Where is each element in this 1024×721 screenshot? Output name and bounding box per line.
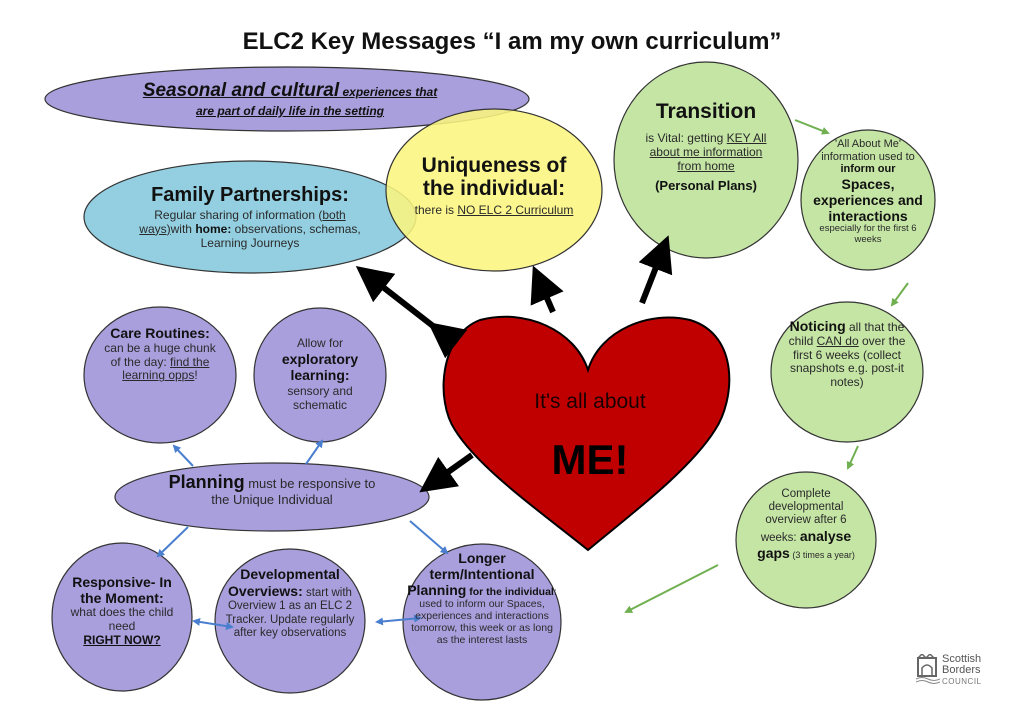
planning-text: Planning must be responsive to the Uniqu… — [160, 472, 384, 508]
uniqueness-text: Uniqueness of the individual: there is N… — [406, 154, 582, 218]
all-about-me-ellipse — [800, 129, 936, 271]
seasonal-text2: are part of daily life in the setting — [195, 103, 385, 118]
transition-underlined: KEY All about me information from home — [649, 131, 767, 173]
family-text1: Regular sharing of information ( — [154, 208, 323, 222]
arrow-planning-longer — [409, 520, 449, 555]
care-ellipse — [83, 306, 237, 444]
care-underlined: find the learning opps — [122, 354, 210, 383]
seasonal-text: Seasonal and cultural experiences that a… — [90, 80, 490, 120]
care-text2: ! — [194, 368, 198, 383]
planning-text1: must be responsive to the Unique Individ… — [211, 476, 376, 507]
noticing-text2: over the first 6 weeks (collect snapshot… — [789, 333, 906, 390]
planning-bold: Planning — [168, 472, 245, 492]
page-title: ELC2 Key Messages “I am my own curriculu… — [242, 28, 782, 55]
complete-text: Complete developmental overview after 6 … — [748, 488, 864, 562]
care-bold: Care Routines: — [110, 325, 210, 341]
logo-line1: Scottish — [942, 653, 982, 665]
family-text: Family Partnerships: Regular sharing of … — [130, 184, 370, 250]
family-text3: observations, schemas, Learning Journeys — [200, 221, 361, 250]
allaboutme-bold1: inform our — [840, 163, 896, 176]
responsive-underlined: RIGHT NOW? — [83, 632, 161, 647]
noticing-bold: Noticing — [789, 318, 846, 334]
longer-small-bold: for the individual — [466, 586, 554, 599]
family-link1: both ways) — [139, 208, 346, 236]
allaboutme-big: Spaces, experiences and interactions — [813, 175, 923, 225]
heart-line1: It's all about — [534, 390, 646, 413]
heart-line2: ME! — [551, 436, 629, 484]
noticing-text1: all that the child — [788, 320, 905, 348]
scottish-borders-logo: Scottish Borders COUNCIL — [916, 652, 1006, 692]
allaboutme-text1: 'All About Me' information used to — [821, 138, 915, 163]
transition-text1: is Vital: getting — [645, 131, 727, 146]
noticing-ellipse — [770, 301, 924, 443]
uniqueness-ellipse — [385, 108, 603, 272]
seasonal-text1: experiences that — [339, 85, 438, 99]
transition-ellipse — [613, 61, 799, 259]
exploratory-bold: exploratory learning: — [281, 350, 359, 383]
planning-ellipse — [114, 462, 430, 532]
complete-small: (3 times a year) — [789, 549, 855, 560]
family-heading: Family Partnerships: — [151, 184, 349, 206]
transition-text: Transition is Vital: getting KEY All abo… — [638, 100, 774, 193]
arrow-noticing-complete — [846, 445, 859, 470]
noticing-underlined: CAN do — [816, 333, 859, 348]
arrow-planning-care — [172, 444, 194, 467]
transition-heading: Transition — [655, 100, 757, 123]
arrow-responsive-developmental — [192, 617, 234, 631]
responsive-text1: what does the child need — [70, 605, 174, 633]
family-text2: with — [170, 221, 196, 236]
arrow-allaboutme-noticing — [890, 282, 909, 307]
heart-text: It's all about ME! — [495, 390, 685, 484]
developmental-bold: Developmental Overviews: — [228, 566, 340, 600]
longer-text: Longer term/Intentional Planning for the… — [406, 550, 558, 647]
arrow-heart-transition — [638, 235, 673, 305]
logo-line3: COUNCIL — [942, 677, 982, 686]
seasonal-heading: Seasonal and cultural — [142, 80, 340, 101]
family-bold: home: — [195, 221, 232, 236]
exploratory-text2: sensory and schematic — [287, 383, 353, 412]
responsive-bold: Responsive- In the Moment: — [72, 574, 172, 607]
complete-ellipse — [735, 471, 877, 609]
arrow-planning-exploratory — [305, 439, 324, 465]
seasonal-ellipse — [44, 66, 530, 132]
arrow-heart-uniqueness — [530, 265, 564, 314]
longer-text1: : used to inform our Spaces, experiences… — [411, 586, 557, 647]
uniqueness-underlined: NO ELC 2 Curriculum — [457, 203, 574, 218]
uniqueness-heading: Uniqueness of the individual: — [421, 154, 567, 201]
logo-line2: Borders — [942, 664, 981, 676]
responsive-text: Responsive- In the Moment: what does the… — [64, 574, 180, 648]
arrow-heart-family — [355, 265, 468, 359]
developmental-text: Developmental Overviews: start with Over… — [220, 566, 360, 640]
responsive-ellipse — [51, 542, 193, 692]
care-text: Care Routines: can be a huge chunk of th… — [100, 325, 220, 383]
arrow-developmental-longer — [375, 614, 422, 626]
all-about-me-text: 'All About Me' information used to infor… — [808, 138, 928, 246]
arrow-transition-allaboutme — [794, 119, 830, 135]
complete-bold: analyse gaps — [757, 527, 852, 561]
arrow-planning-responsive — [156, 526, 189, 558]
exploratory-text: Allow for exploratory learning: sensory … — [268, 336, 372, 413]
complete-text1: Complete developmental overview after 6 … — [760, 488, 847, 544]
arrow-complete-longer — [624, 564, 719, 613]
longer-bold: Longer term/Intentional Planning — [407, 550, 535, 599]
noticing-text: Noticing all that the child CAN do over … — [786, 318, 908, 390]
arrow-heart-planning — [419, 452, 474, 493]
allaboutme-text2: especially for the first 6 weeks — [819, 223, 917, 246]
exploratory-text1: Allow for — [296, 336, 343, 350]
transition-footer: (Personal Plans) — [655, 177, 757, 193]
castle-icon — [916, 654, 940, 684]
uniqueness-text1: there is — [414, 203, 458, 218]
heart-shape — [442, 315, 731, 552]
developmental-text1: start with Overview 1 as an ELC 2 Tracke… — [225, 587, 355, 639]
care-text1: can be a huge chunk of the day: — [104, 340, 216, 369]
